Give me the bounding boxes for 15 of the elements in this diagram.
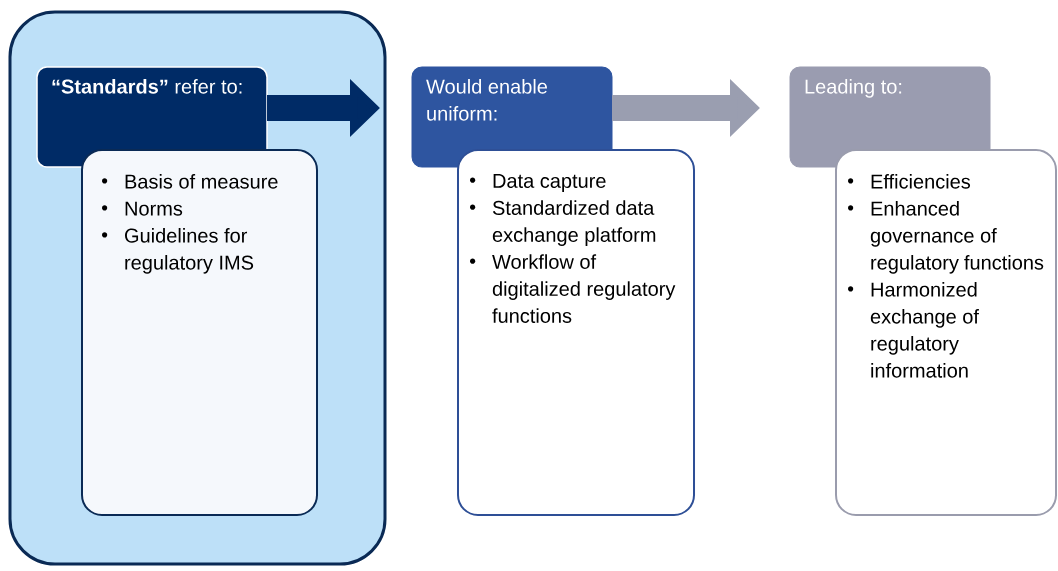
bullet-item: Guidelines for regulatory IMS — [125, 228, 254, 274]
bullet-item: Basis of measure — [125, 174, 278, 189]
header-text: Would enable uniform: — [426, 79, 547, 121]
bullet-item: Standardized data exchange platform — [492, 200, 656, 246]
header-text: “Standards” refer to: — [52, 79, 242, 94]
bullet-item: Enhanced governance of regulatory functions — [870, 201, 1044, 274]
bullet-item: Norms — [125, 201, 183, 216]
bullet-item: Data capture — [493, 174, 606, 192]
bullet-box — [457, 149, 695, 516]
bullet-item: Workflow of digitalized regulatory functions — [492, 254, 676, 323]
bullet-box — [835, 149, 1057, 516]
bullet-item: Efficiencies — [871, 174, 971, 189]
bullet-box — [81, 149, 318, 516]
bullet-item: Harmonized exchange of regulatory information — [870, 282, 979, 378]
header-text: Leading to: — [805, 79, 902, 98]
